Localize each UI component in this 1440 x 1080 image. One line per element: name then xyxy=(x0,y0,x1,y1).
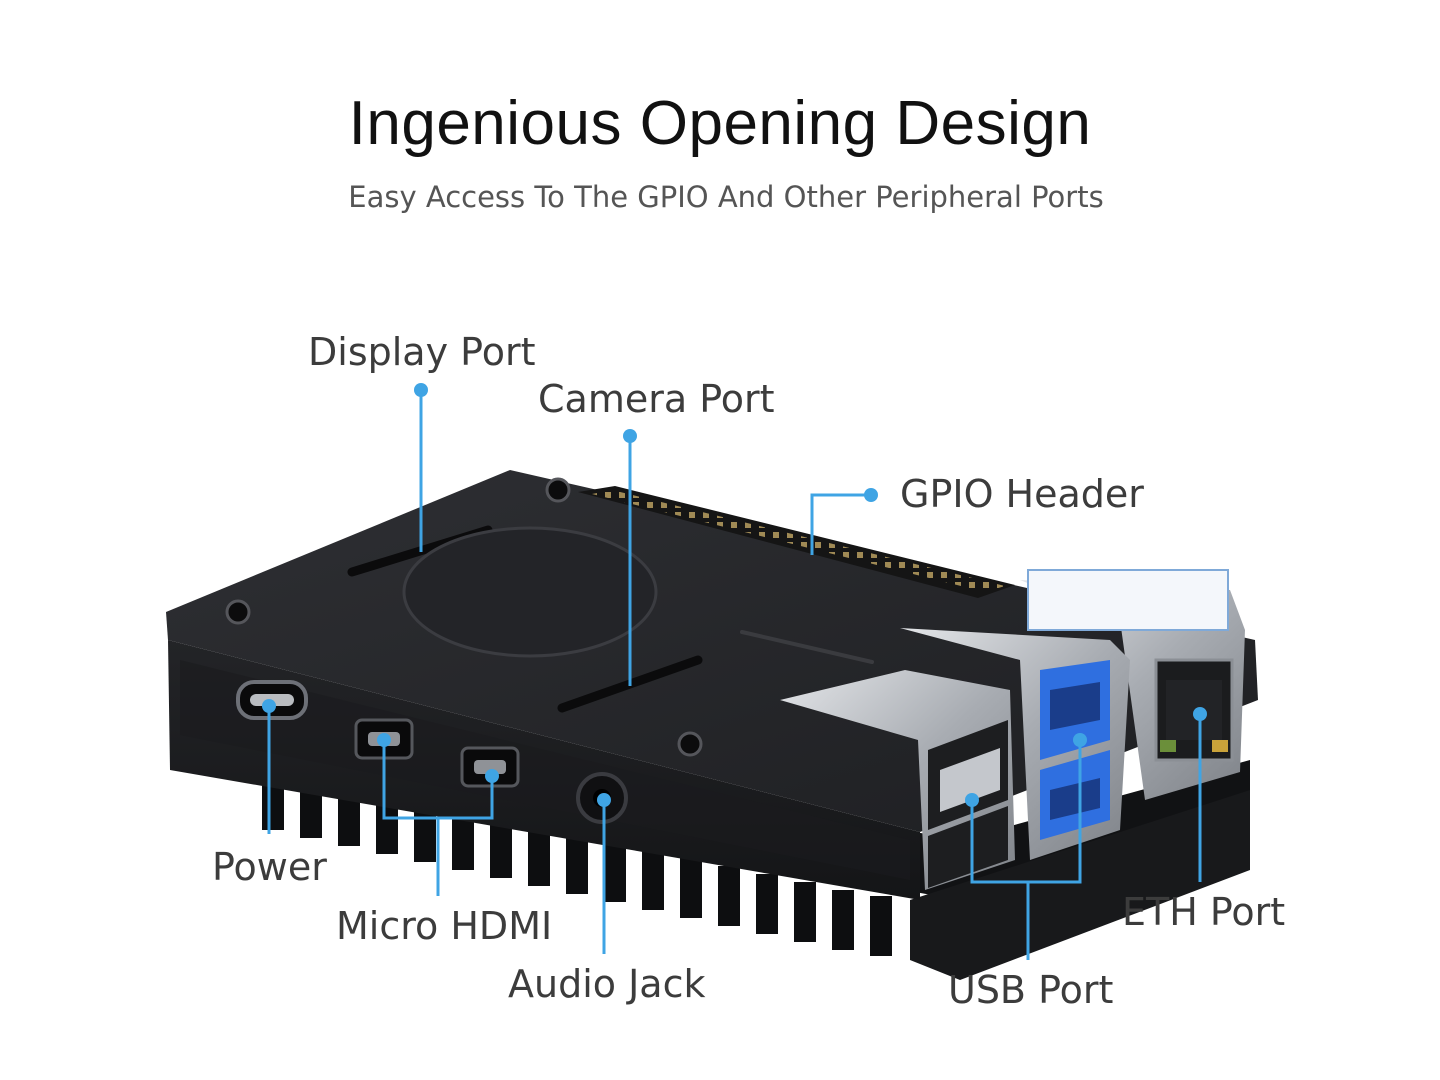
label-usb-port: USB Port xyxy=(948,968,1114,1012)
usb2-stack xyxy=(780,670,1015,890)
usb3-stack xyxy=(900,628,1130,860)
label-eth-port: ETH Port xyxy=(1122,890,1286,934)
label-display-port: Display Port xyxy=(308,330,536,374)
page-subtitle: Easy Access To The GPIO And Other Periph… xyxy=(348,180,1104,214)
label-gpio-header: GPIO Header xyxy=(900,472,1144,516)
page-title: Ingenious Opening Design xyxy=(348,89,1092,158)
label-audio-jack: Audio Jack xyxy=(508,962,706,1006)
fan-cover xyxy=(402,526,658,658)
callout-dots xyxy=(262,383,1207,807)
label-power: Power xyxy=(212,845,327,889)
callout-lines xyxy=(267,390,1202,960)
label-camera-port: Camera Port xyxy=(538,377,775,421)
case-screws xyxy=(225,477,703,757)
label-micro-hdmi: Micro HDMI xyxy=(336,904,553,948)
ethernet-port xyxy=(1020,569,1245,800)
